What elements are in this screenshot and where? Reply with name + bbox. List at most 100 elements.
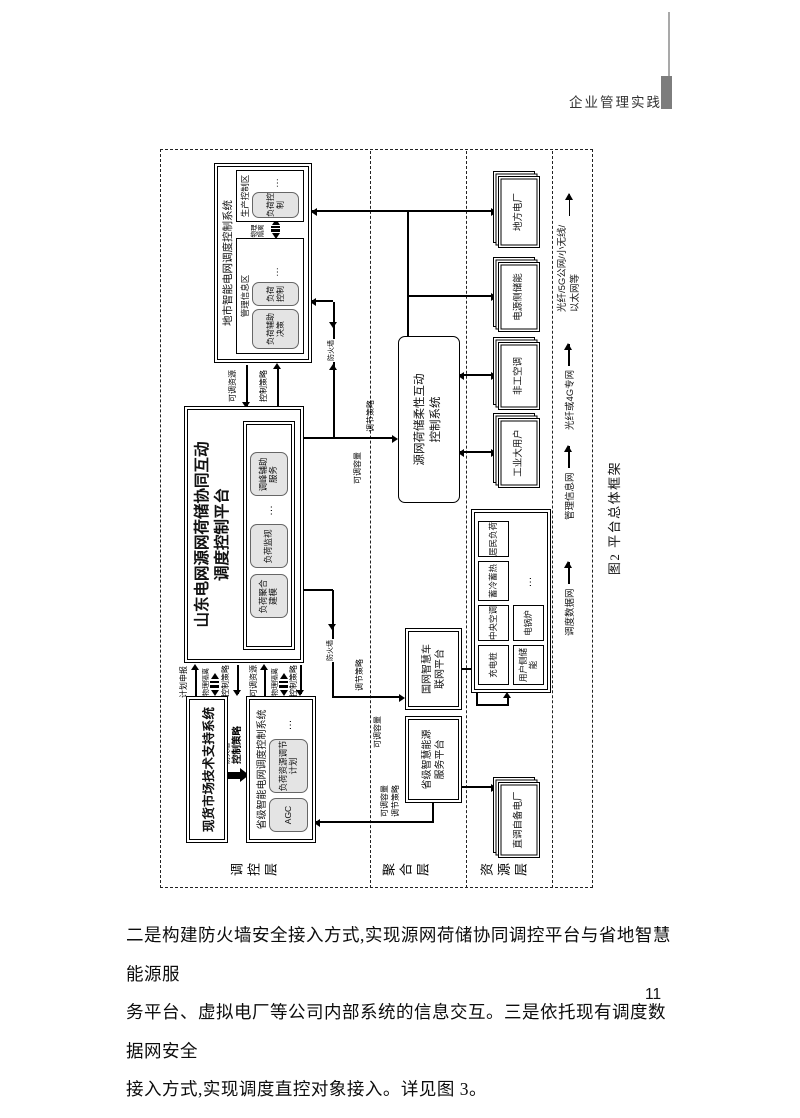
connector-line	[246, 365, 248, 406]
resource-electric-boiler: 电锅炉	[513, 605, 544, 641]
label-adjustable-resource: 可调资源	[228, 370, 237, 402]
box-shandong-platform: 山东电网源网荷储协同互动调度控制平台 负荷聚合建模 负荷监视 … 调峰辅助服务	[184, 406, 304, 663]
connector-line	[332, 696, 401, 698]
arrowhead	[260, 664, 268, 670]
box-title: 源网荷储柔性互动控制系统	[414, 373, 442, 466]
label-firewall: 防火墙	[327, 639, 335, 662]
resource-label: 工业大用户	[498, 418, 540, 488]
resource-user-storage: 用户侧储能	[513, 645, 544, 685]
chip-more: …	[282, 719, 295, 731]
resource-more: …	[513, 563, 544, 601]
box-title: 省级智能电网调度控制系统	[257, 709, 268, 830]
chip-load-plan: 负荷资源调节计划	[269, 739, 308, 793]
label-control-strategy: 控制策略	[259, 370, 268, 402]
chip-more: …	[269, 178, 281, 188]
network-fiber-4g: 光纤或4G专网	[562, 343, 576, 430]
label-regulation-strategy: 调节策略	[366, 400, 375, 432]
chip-load-aggregation: 负荷聚合建模	[250, 574, 288, 619]
connector-line	[302, 589, 333, 591]
label-plan-submit: 计划申报	[179, 666, 188, 698]
right-arrow-icon	[568, 194, 571, 216]
connector-line	[277, 367, 279, 406]
figure-caption: 图2 平台总体框架	[607, 460, 622, 576]
label-regulation-strategy: 调节策略	[391, 785, 400, 817]
resource-label: 地方电厂	[498, 176, 540, 248]
box-title: 现货市场技术支持系统	[201, 707, 216, 833]
chip-load-control: 负荷控制	[252, 282, 299, 306]
connector-line	[460, 786, 493, 788]
arrowhead	[328, 624, 336, 630]
box-provincial-smart-energy-platform: 省级智慧能源服务平台	[405, 716, 462, 803]
chip-more: …	[269, 267, 281, 277]
connector-line	[195, 668, 197, 696]
chip-peak-service: 调峰辅助服务	[250, 452, 288, 497]
chip-load-aux-decision: 负荷辅助决策	[252, 309, 299, 349]
label-regulation-strategy: 调节策略	[355, 659, 364, 691]
layer-label-resource: 资源层	[480, 863, 531, 878]
label-adjustable-capacity: 可调容量	[353, 452, 362, 484]
network-dispatch-data: 调度数据网	[562, 562, 576, 636]
connector-line	[432, 803, 434, 823]
network-label: 调度数据网	[565, 588, 576, 636]
page-number: 11	[645, 986, 662, 1003]
label-control-strategy-bold: 控制策略	[232, 725, 243, 764]
box-title: 地市智能电网调度控制系统	[222, 200, 234, 326]
resource-label: 直调自备电厂	[498, 782, 540, 858]
box-title: 国网智慧车联网平台	[421, 644, 446, 694]
box-spot-market-system: 现货市场技术支持系统	[186, 696, 228, 843]
chip-agc: AGC	[269, 798, 308, 832]
resource-user-group: 充电桩 中央空调 蓄冷蓄热 居民负荷 用户侧储能 电锅炉 …	[471, 509, 551, 693]
connector-line	[264, 668, 266, 696]
connector-line	[476, 704, 508, 706]
connector-line	[312, 210, 494, 212]
resource-central-ac: 中央空调	[478, 605, 509, 641]
isolation-device-icon	[279, 673, 288, 696]
arrowhead	[329, 364, 337, 370]
network-label: 光纤或4G专网	[565, 369, 576, 430]
label-adjustable-capacity: 可调容量	[380, 785, 389, 817]
paragraph-line: 务平台、虚拟电厂等公司内部系统的信息交互。三是依托现有调度数据网安全	[126, 1002, 666, 1061]
isolation-device-icon	[210, 673, 219, 696]
resource-charging-pile: 充电桩	[478, 645, 509, 685]
label-physical-isolation: 物理隔离	[251, 224, 266, 238]
arrowhead	[273, 363, 281, 369]
resource-label: 电源侧储能	[498, 262, 540, 332]
network-label: 管理信息网	[565, 472, 576, 520]
zone-title: 生产控制区	[240, 174, 250, 218]
arrowhead	[329, 322, 337, 328]
box-sgcc-ev-platform: 国网智慧车联网平台	[405, 628, 462, 710]
resource-captive-plant: 直调自备电厂	[498, 782, 540, 858]
header-accent-bar	[661, 76, 672, 109]
arrowhead	[191, 664, 199, 670]
connector-line	[407, 212, 409, 338]
platform-title: 山东电网源网荷储协同互动调度控制平台	[194, 441, 232, 628]
layer-label-aggregation: 聚合层	[382, 863, 433, 878]
zone-management-info: 管理信息区 负荷辅助决策 负荷控制 …	[236, 238, 304, 354]
resource-nonindustrial-ac: 非工空调	[498, 342, 540, 410]
label-adjustable-capacity: 可调容量	[373, 716, 382, 748]
right-arrow-icon	[568, 446, 570, 469]
resource-residential-load: 居民负荷	[478, 521, 509, 557]
connector-line	[302, 437, 394, 439]
box-title: 省级智慧能源服务平台	[421, 729, 446, 790]
zone-title: 管理信息区	[240, 274, 250, 318]
chip-load-monitoring: 负荷监视	[250, 524, 288, 569]
right-arrow-icon	[568, 343, 570, 366]
right-arrow-icon	[568, 562, 570, 585]
paragraph-line: 二是构建防火墙安全接入方式,实现源网荷储协同调控平台与省地智慧能源服	[126, 925, 671, 984]
figure-rotated-wrapper: 调控层 聚合层 资源层 可调资源 控制策略 可调容量 调节策略 防火墙	[160, 148, 638, 888]
network-management-info: 管理信息网	[562, 446, 576, 520]
box-flex-interaction-system: 源网荷储柔性互动控制系统	[398, 336, 460, 503]
thick-arrow	[227, 772, 240, 779]
layer-label-control: 调控层	[230, 863, 281, 878]
network-separator	[552, 151, 553, 888]
header-rule	[668, 12, 670, 76]
box-provincial-dispatch-system: 省级智能电网调度控制系统 AGC 负荷资源调节计划 …	[246, 696, 316, 843]
running-header: 企业管理实践	[569, 95, 662, 110]
connector-line	[407, 295, 494, 297]
network-label: 光纤/5G公网/小无线/以太网等	[557, 224, 582, 312]
resource-thermal-storage: 蓄冷蓄热	[478, 561, 509, 601]
arrowhead	[233, 690, 241, 696]
box-city-dispatch-system: 地市智能电网调度控制系统 管理信息区 负荷辅助决策 负荷控制 … 物理隔离 生产…	[214, 163, 312, 363]
